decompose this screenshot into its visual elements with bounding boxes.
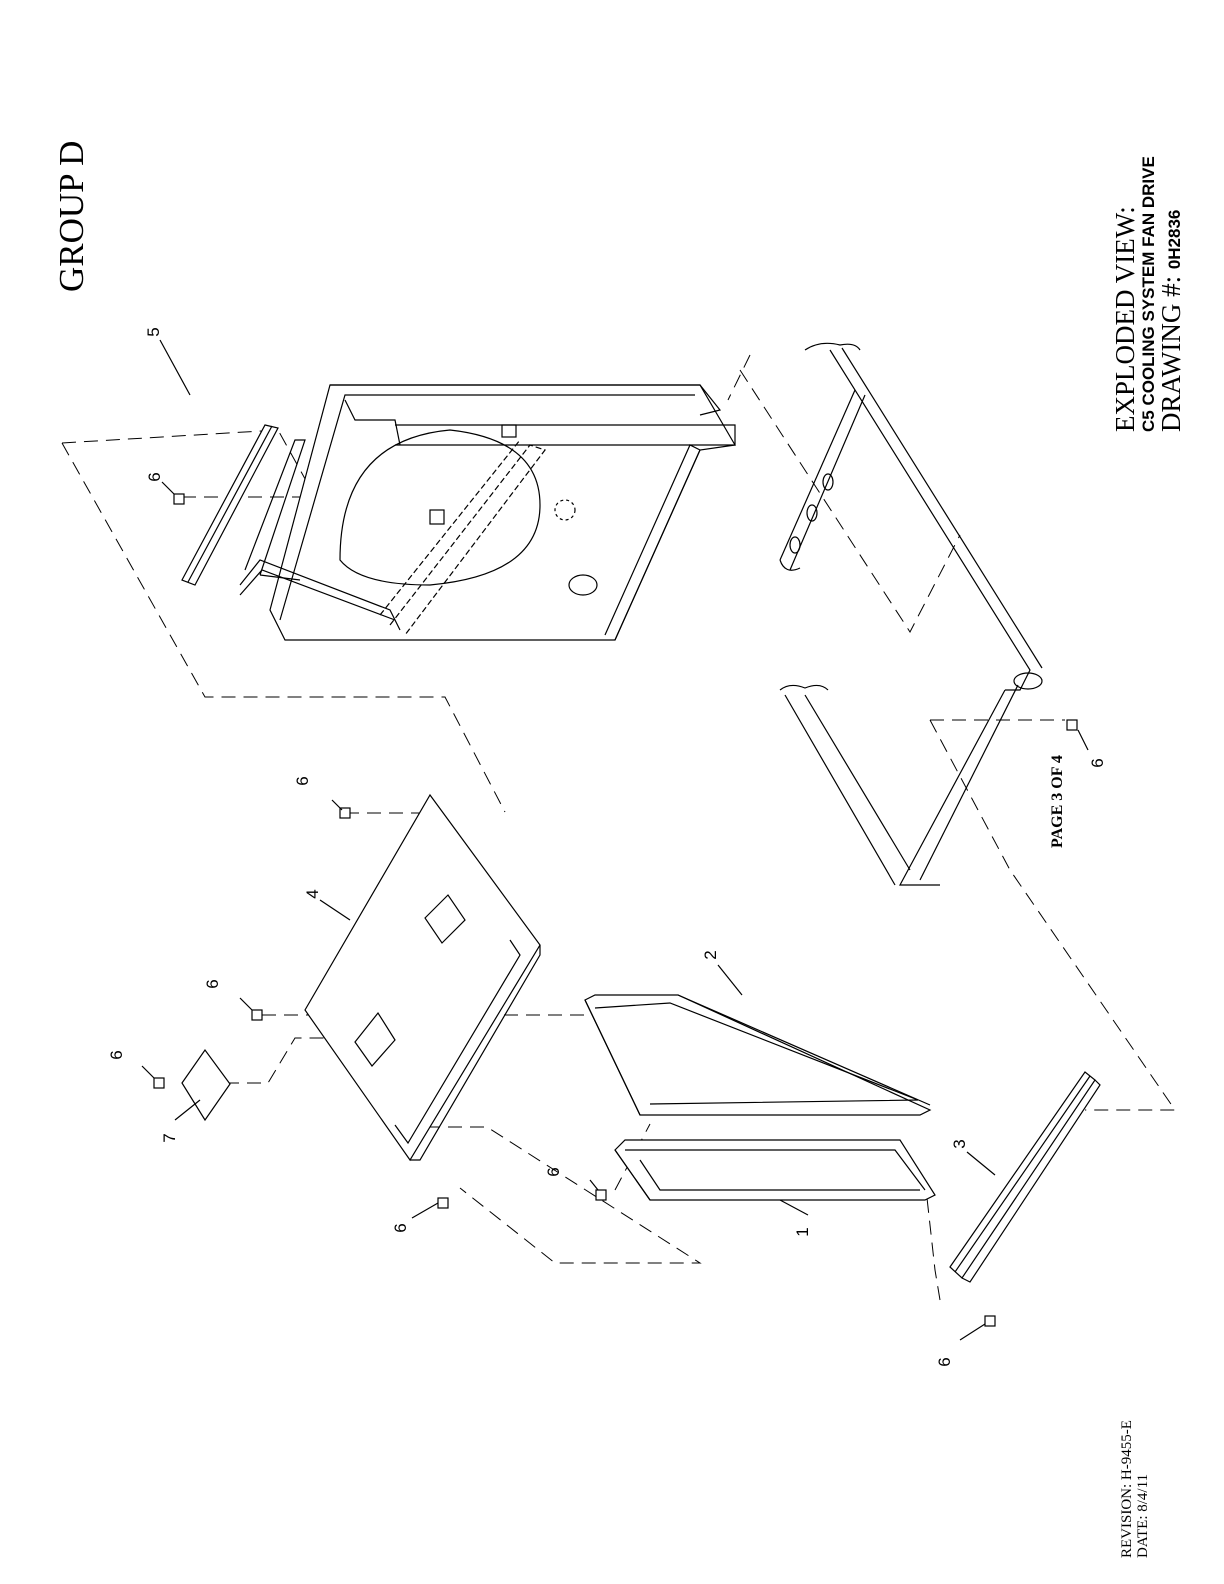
callout-3: 3 bbox=[950, 1139, 969, 1148]
callout-6-bottom: 6 bbox=[935, 1357, 954, 1366]
callout-2: 2 bbox=[701, 950, 720, 959]
fan-housing-assembly bbox=[240, 385, 735, 640]
bolt-3 bbox=[240, 998, 262, 1020]
bolt-1 bbox=[332, 800, 350, 818]
part-4-plate bbox=[305, 795, 540, 1160]
callout-6-plate: 6 bbox=[293, 776, 312, 785]
callout-1: 1 bbox=[793, 1227, 812, 1236]
base-frame-assembly bbox=[780, 343, 1042, 885]
callout-4: 4 bbox=[303, 889, 322, 898]
bolt-7 bbox=[1067, 720, 1088, 750]
bolt-2 bbox=[162, 482, 184, 504]
callout-7: 7 bbox=[160, 1133, 179, 1142]
part-2-channel-frame bbox=[585, 995, 930, 1115]
callout-6-base: 6 bbox=[1088, 758, 1107, 767]
callout-6-small-plate: 6 bbox=[107, 1050, 126, 1059]
callout-5: 5 bbox=[144, 327, 163, 336]
callout-6-frame: 6 bbox=[544, 1167, 563, 1176]
part-3-angle-bracket bbox=[950, 1072, 1100, 1282]
bolt-6 bbox=[590, 1180, 606, 1200]
bolt-5 bbox=[412, 1198, 448, 1218]
callout-6-left: 6 bbox=[391, 1223, 410, 1232]
bolt-8 bbox=[960, 1316, 995, 1340]
part-7-small-plate bbox=[182, 1050, 230, 1120]
bolt-4 bbox=[142, 1066, 164, 1088]
part-1-channel-frame bbox=[615, 1140, 935, 1200]
callout-6-top: 6 bbox=[145, 472, 164, 481]
callout-6-mid: 6 bbox=[203, 979, 222, 988]
